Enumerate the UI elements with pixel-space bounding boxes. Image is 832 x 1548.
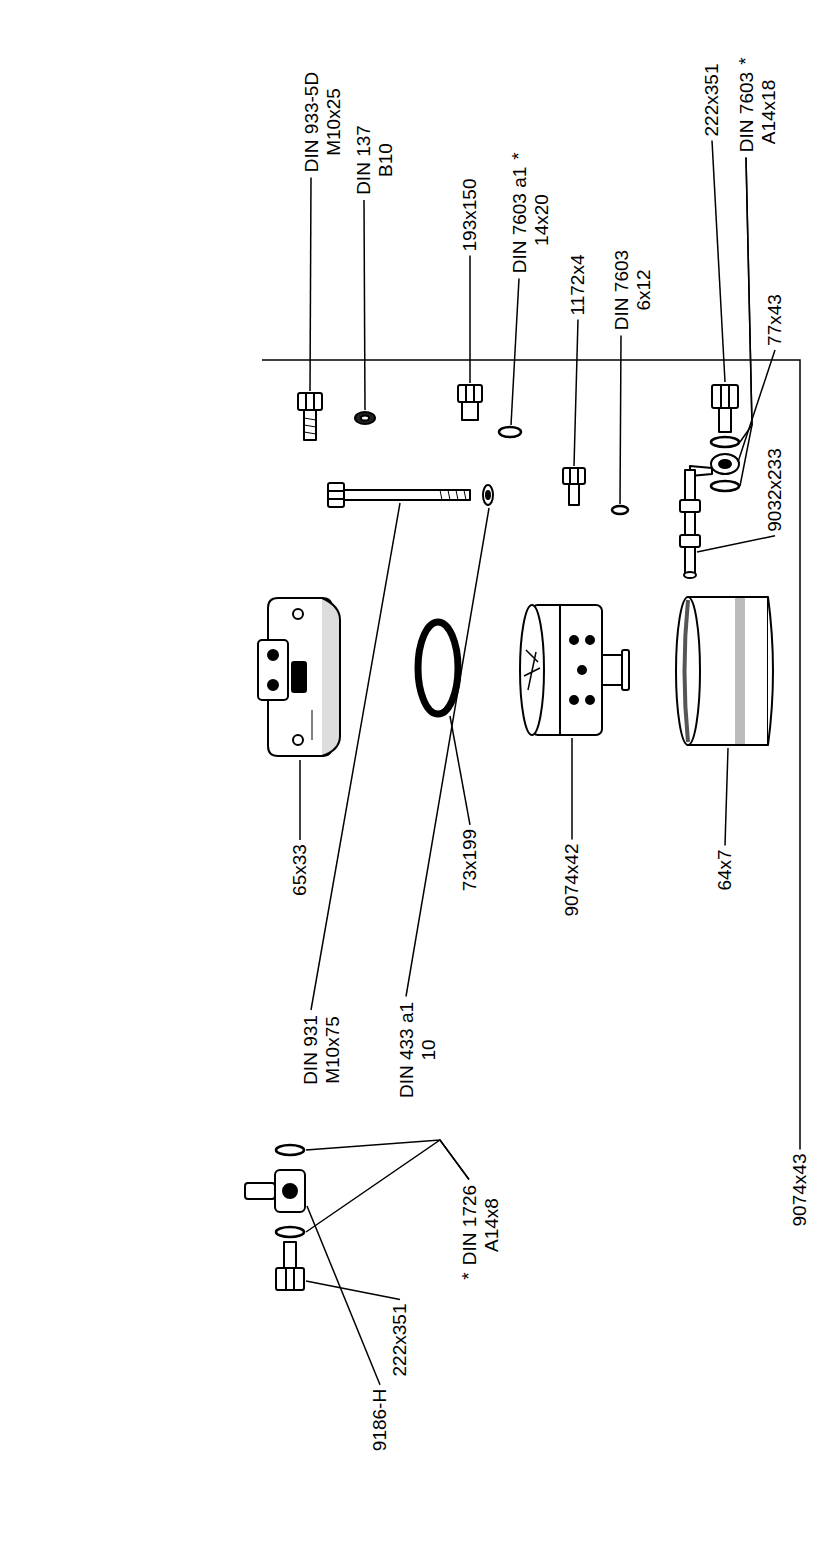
leader-line — [511, 279, 519, 426]
part-label: DIN 7603 a1 14x20 — [508, 166, 552, 275]
pump-cylinder — [520, 605, 629, 735]
leader-line — [306, 1140, 469, 1232]
seal-ring — [612, 506, 628, 514]
leader-line — [310, 178, 311, 392]
leader-line — [574, 319, 578, 466]
part-label: 222x351 — [389, 1304, 411, 1377]
leader-line — [262, 360, 800, 1150]
part-label: 9032x233 — [764, 448, 786, 531]
leader-line — [712, 140, 725, 382]
part-label: 64x7 — [714, 849, 736, 890]
seal-ring — [276, 1227, 304, 1237]
leader-line — [299, 760, 301, 840]
part-label: DIN 433 a1 10 — [395, 1001, 439, 1100]
part-label: 222x351 — [701, 64, 723, 137]
part-label: 77x43 — [764, 294, 786, 346]
hex-bolt — [563, 468, 585, 505]
leader-line — [620, 336, 621, 505]
leader-line — [306, 1281, 400, 1300]
seal-ring — [276, 1145, 304, 1155]
leader-line — [406, 508, 489, 997]
seal-ring — [711, 437, 739, 447]
leader-line — [450, 716, 470, 825]
part-label: 9074x43 — [789, 1154, 811, 1227]
seal-ring — [711, 481, 739, 491]
leader-line — [740, 158, 752, 443]
part-label: 73x199 — [459, 829, 481, 891]
part-label: DIN 137 B10 — [353, 124, 397, 196]
banjo-bolt — [712, 385, 738, 432]
seal-ring — [499, 427, 521, 437]
leader-line — [311, 503, 400, 1010]
screw-plug — [458, 385, 482, 420]
leader-line — [364, 200, 365, 410]
banjo-fitting — [245, 1170, 305, 1212]
part-label: DIN 933-5D M10x25 — [300, 71, 344, 174]
part-label: DIN 7603 6x12 — [610, 249, 654, 332]
banjo-bolt — [276, 1242, 304, 1290]
pump-cover — [258, 598, 340, 756]
footnote-mark: * — [458, 1273, 480, 1280]
pipe — [680, 470, 700, 578]
footnote-mark: * — [735, 57, 757, 64]
part-label: DIN 7603 A14x18 — [735, 71, 779, 154]
leader-line — [697, 536, 775, 552]
footnote-mark: * — [508, 152, 530, 159]
leader-line — [725, 748, 728, 845]
leader-line — [738, 350, 775, 462]
hex-bolt — [298, 393, 322, 440]
cylinder-sleeve — [676, 597, 773, 745]
long-bolt — [328, 483, 470, 507]
banjo-fitting — [690, 454, 739, 476]
part-label: DIN 1726 A14x8 — [458, 1184, 502, 1267]
spring-washer — [355, 412, 375, 424]
part-label: 193x150 — [459, 179, 481, 252]
part-label: 9186-H — [369, 1389, 391, 1451]
part-label: 65x33 — [289, 844, 311, 896]
part-label: 9074x42 — [561, 844, 583, 917]
leader-line — [571, 738, 573, 840]
leader-line — [307, 1206, 380, 1385]
o-ring — [418, 622, 458, 714]
washer — [483, 485, 493, 505]
part-label: DIN 931 M10x75 — [300, 1014, 344, 1086]
leader-line — [469, 255, 471, 383]
part-label: 1172x4 — [567, 255, 589, 316]
